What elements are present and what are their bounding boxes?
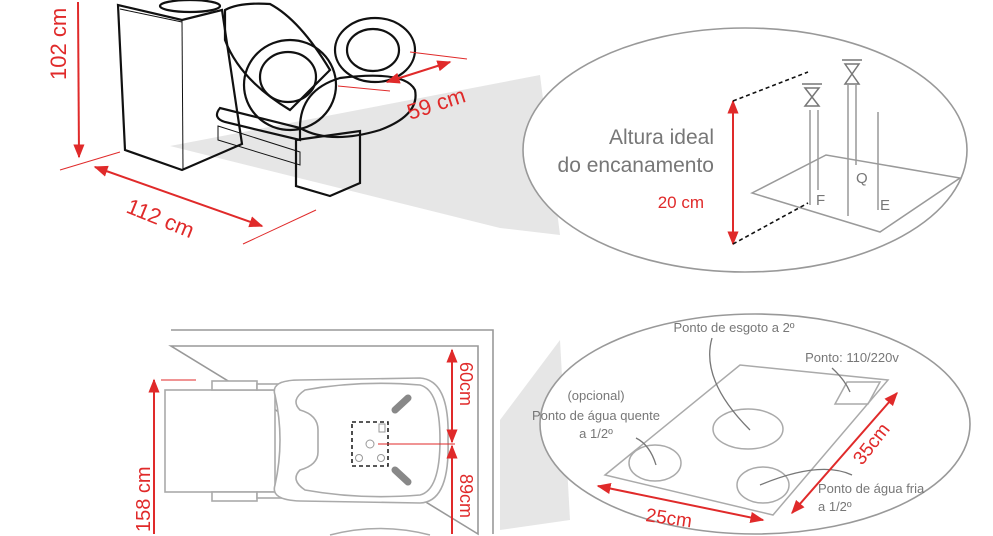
- power-point-label: Ponto: 110/220v: [805, 350, 899, 365]
- width-25-arrow: [596, 483, 765, 523]
- chair-top-view: [164, 377, 449, 504]
- chair: [215, 2, 417, 198]
- dim-158-label: 158 cm: [133, 466, 155, 532]
- pipe-label-q: Q: [856, 170, 868, 187]
- hot-water-label-line1: Ponto de água quente: [532, 408, 660, 423]
- valve-icon: [802, 59, 862, 107]
- top-view: 60cm 89cm 158 cm: [133, 329, 570, 536]
- plumbing-title-line1: Altura ideal: [609, 126, 714, 149]
- chair-top-view-next: [329, 527, 431, 536]
- plumbing-height-detail: Altura ideal do encanamento 20 cm F Q E: [522, 27, 968, 273]
- sewer-point-circle: [712, 408, 784, 450]
- depth-35-arrow: [791, 391, 898, 515]
- cold-water-label-line2: a 1/2º: [818, 499, 852, 514]
- detail-callout-ellipse: [539, 313, 971, 535]
- sewer-point-label: Ponto de esgoto a 2º: [673, 320, 794, 335]
- height-dimension-label: 102 cm: [46, 8, 71, 80]
- dim-89-label: 89cm: [456, 474, 476, 518]
- cabinet: [116, 0, 244, 172]
- pipe-label-f: F: [816, 192, 825, 209]
- floor-points-detail: Ponto de esgoto a 2º Ponto: 110/220v (op…: [532, 313, 971, 535]
- floor-plane: [750, 154, 962, 233]
- length-dimension-arrow: [93, 165, 264, 228]
- detail-callout-ellipse: [522, 27, 968, 273]
- plumbing-title-line2: do encanamento: [558, 154, 714, 177]
- dim-60-label: 60cm: [456, 362, 476, 406]
- zoom-shadow-top: [170, 75, 560, 235]
- hot-water-point-circle: [628, 444, 682, 482]
- pipe-label-e: E: [880, 197, 890, 214]
- plumbing-height-label: 20 cm: [658, 193, 704, 212]
- side-view: 102 cm 112 cm 59 cm: [46, 0, 560, 245]
- hot-water-optional-label: (opcional): [567, 388, 624, 403]
- cold-water-label-line1: Ponto de água fria: [818, 481, 925, 496]
- width-dimension-arrow: [385, 60, 452, 84]
- hot-water-label-line2: a 1/2º: [579, 426, 613, 441]
- length-dimension-label: 112 cm: [123, 193, 198, 243]
- height-dimension-arrow: [73, 1, 85, 159]
